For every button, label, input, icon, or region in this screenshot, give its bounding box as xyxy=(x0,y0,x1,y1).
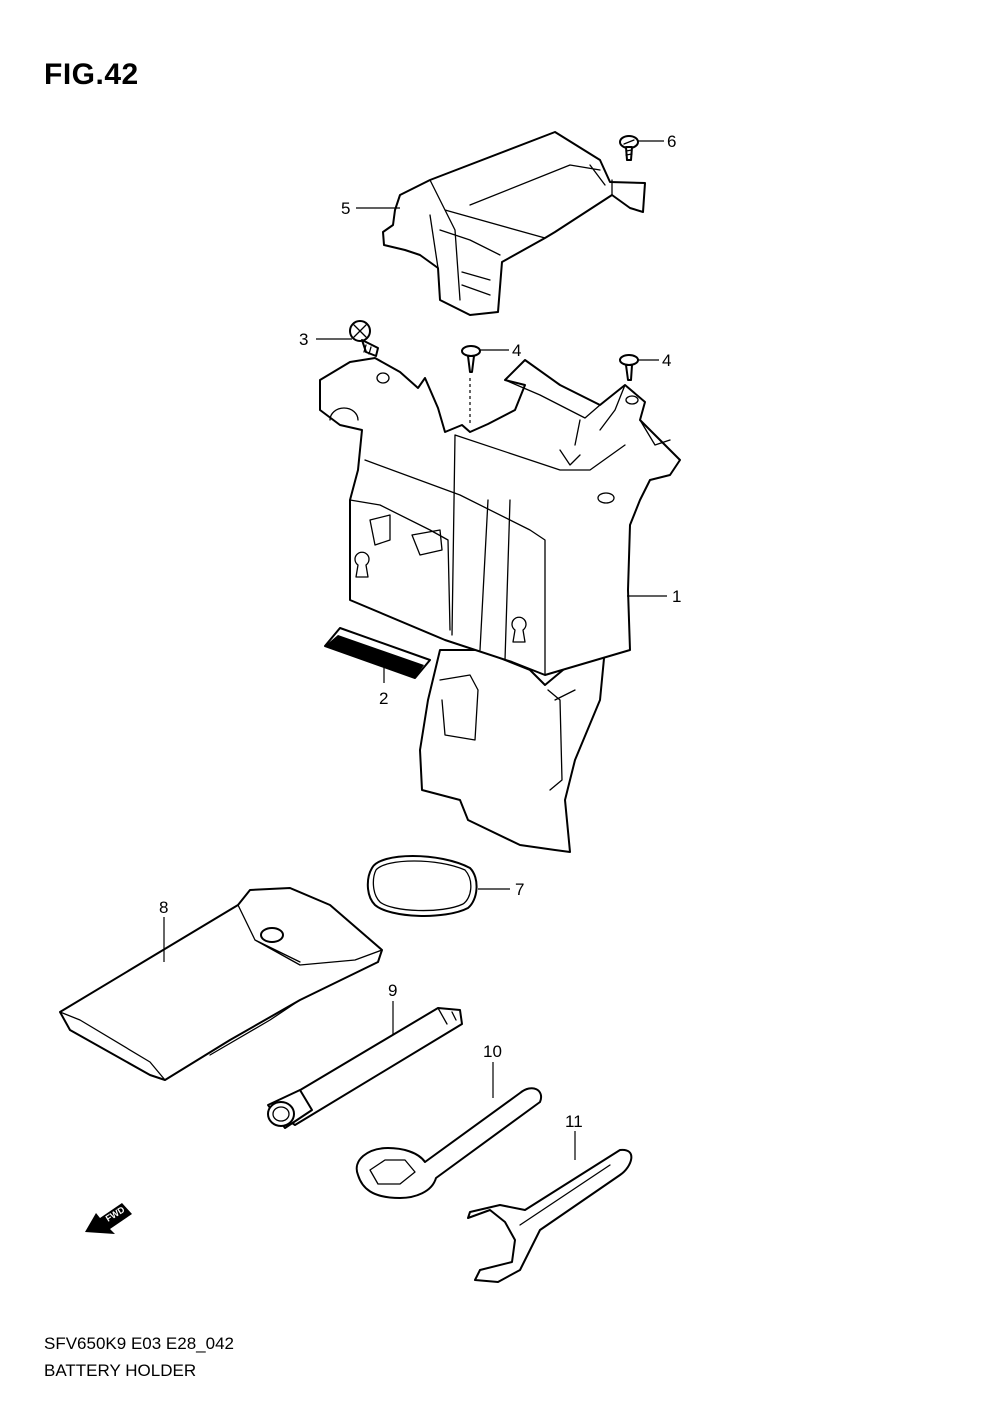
tool-bag[interactable] xyxy=(59,887,383,1081)
callout-6: 6 xyxy=(667,132,676,151)
figure-title: FIG.42 xyxy=(44,58,139,91)
fwd-arrow-icon: FWD xyxy=(85,1203,132,1234)
tapping-screw[interactable] xyxy=(461,345,481,425)
callout-10: 10 xyxy=(483,1042,502,1061)
callout-9: 9 xyxy=(388,981,397,1000)
callout-8: 8 xyxy=(159,898,168,917)
o-ring-band[interactable] xyxy=(366,855,478,917)
callout-4b: 4 xyxy=(662,351,671,370)
callout-5: 5 xyxy=(341,199,350,218)
callout-4a: 4 xyxy=(512,341,521,360)
box-wrench[interactable] xyxy=(267,1007,463,1129)
upper-holder-bracket[interactable] xyxy=(382,131,646,316)
tapping-screw[interactable] xyxy=(619,354,639,381)
hook-spanner[interactable] xyxy=(467,1148,633,1283)
ring-spanner[interactable] xyxy=(355,1087,543,1199)
callout-3: 3 xyxy=(299,330,308,349)
bracket-screw[interactable] xyxy=(619,135,639,161)
battery-holder-case[interactable] xyxy=(319,357,681,853)
callout-11: 11 xyxy=(565,1112,583,1131)
figure-footer: SFV650K9 E03 E28_042 BATTERY HOLDER xyxy=(44,1330,234,1384)
battery-pad[interactable] xyxy=(324,627,431,679)
diagram-name: BATTERY HOLDER xyxy=(44,1361,197,1380)
callout-2: 2 xyxy=(379,689,388,708)
diagram-code: SFV650K9 E03 E28_042 xyxy=(44,1334,234,1353)
callout-1: 1 xyxy=(672,587,681,606)
callout-7: 7 xyxy=(515,880,524,899)
holder-bolt[interactable] xyxy=(349,320,379,357)
callout-labels: 1 2 3 4 4 5 6 7 8 9 10 11 xyxy=(159,132,681,1160)
